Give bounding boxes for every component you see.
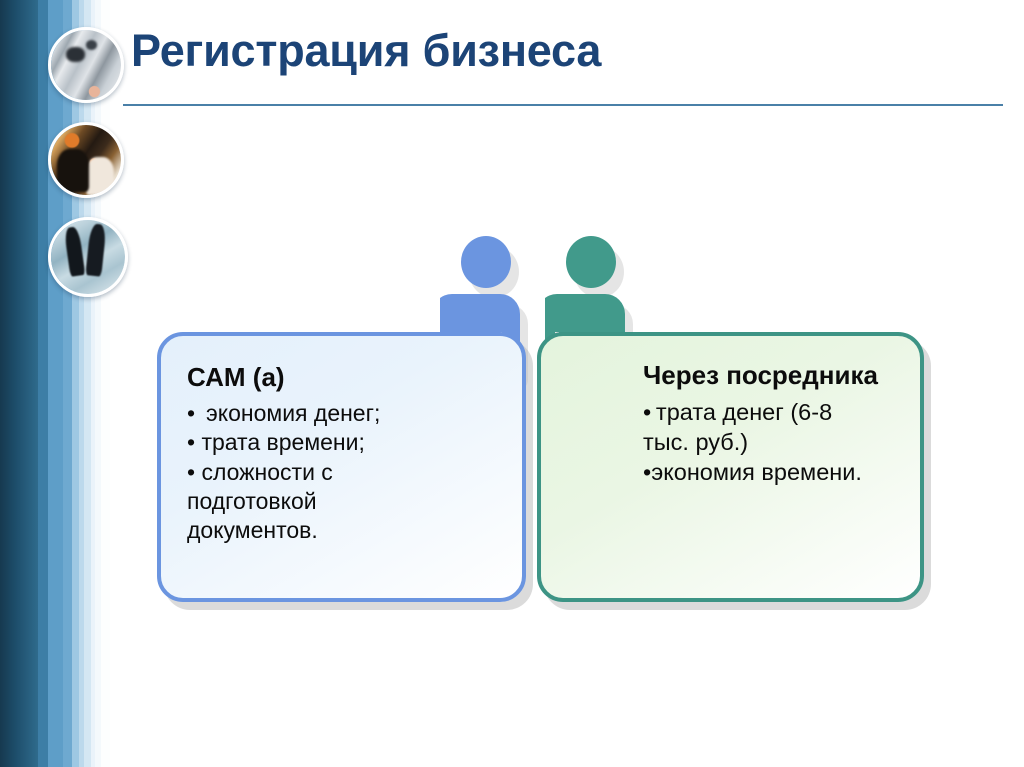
stripe-7 (84, 0, 91, 767)
stripe-10 (101, 0, 110, 767)
office-desk-photo-image (51, 30, 121, 100)
stripe-6 (79, 0, 84, 767)
stripe-1 (0, 0, 38, 767)
office-desk-photo-icon (48, 27, 124, 103)
business-meeting-photo-icon (48, 122, 124, 198)
stripe-3 (48, 0, 63, 767)
title-underline-rule (123, 104, 1003, 106)
card-self-bullet-2: • трата времени; (187, 429, 365, 456)
card-agent-heading: Через посредника (643, 360, 878, 390)
stripe-4 (63, 0, 72, 767)
comparison-card-self[interactable]: САМ (а) • экономия денег; • трата времен… (157, 332, 526, 602)
card-self-bullet-3: • сложности с подготовкой документов. (187, 458, 333, 544)
comparison-card-agent-content: Через посредника • трата денег (6-8 тыс.… (541, 336, 920, 598)
card-self-bullet-list: • экономия денег; • трата времени; • сло… (187, 399, 508, 546)
walking-businesspeople-photo-image (51, 220, 125, 294)
card-self-bullet-1: • экономия денег; (187, 399, 381, 426)
stripe-8 (91, 0, 95, 767)
card-agent-bullet-1: • трата денег (6-8 тыс. руб.) (643, 398, 833, 455)
card-agent-bullet-2: •экономия времени. (643, 458, 862, 485)
comparison-card-agent[interactable]: Через посредника • трата денег (6-8 тыс.… (537, 332, 924, 602)
card-self-heading: САМ (а) (187, 362, 285, 392)
stripe-5 (72, 0, 79, 767)
business-meeting-photo-image (51, 125, 121, 195)
slide-title: Регистрация бизнеса (131, 25, 602, 76)
stripe-9 (95, 0, 101, 767)
comparison-card-self-content: САМ (а) • экономия денег; • трата времен… (161, 336, 522, 598)
sidebar-stripe-band (0, 0, 110, 767)
card-agent-bullet-list: • трата денег (6-8 тыс. руб.) •экономия … (643, 397, 906, 487)
stripe-2 (38, 0, 48, 767)
walking-businesspeople-photo-icon (48, 217, 128, 297)
